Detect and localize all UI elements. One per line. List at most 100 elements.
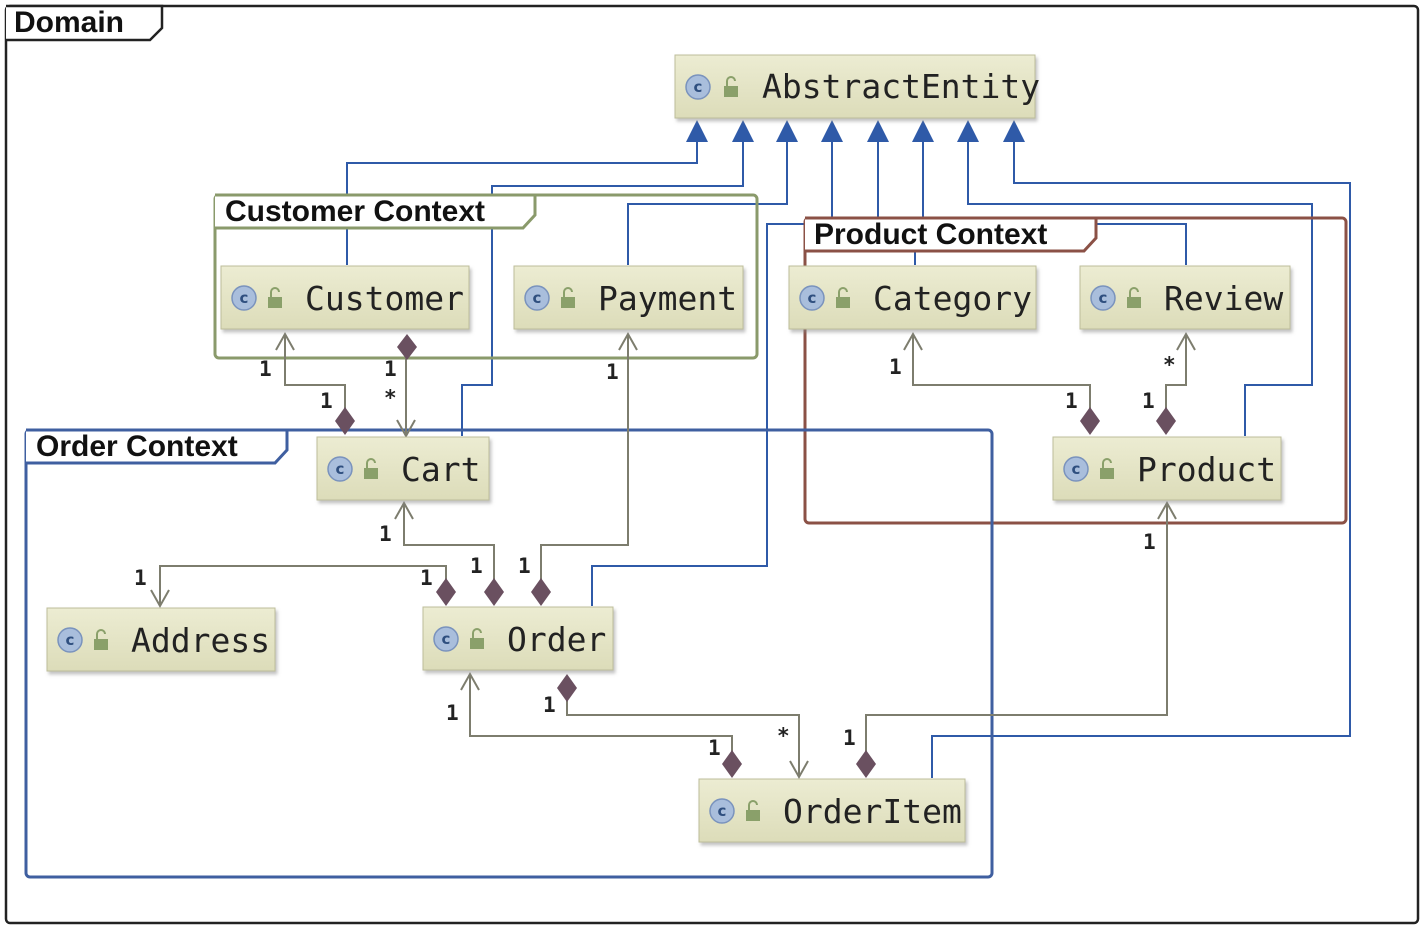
visibility-icon	[94, 629, 108, 650]
open-arrowhead	[150, 589, 170, 609]
assoc-product-orderitem	[865, 503, 1168, 762]
svg-text:c: c	[336, 460, 345, 478]
multiplicity-label: 1	[384, 357, 397, 381]
assoc-customer-cart	[284, 334, 346, 418]
multiplicity-label: 1	[379, 522, 392, 546]
product-context-title: Product Context	[814, 218, 1047, 251]
arrowhead	[867, 120, 889, 142]
open-arrowhead	[460, 671, 480, 691]
class-name: Address	[131, 621, 270, 660]
inherit-cart	[461, 140, 744, 436]
class-name: AbstractEntity	[762, 67, 1040, 106]
arrowhead	[1003, 120, 1025, 142]
class-payment[interactable]: c Payment	[513, 265, 744, 330]
multiplicity-labels: 1 1 1 * 1 1 1 * 1 1 1 1 1 1 1 1 1 1 1 *	[134, 353, 1176, 760]
composition-diamond	[436, 578, 456, 606]
class-name: Cart	[401, 450, 480, 489]
multiplicity-label: 1	[470, 554, 483, 578]
visibility-icon	[724, 76, 738, 97]
class-icon: c	[1090, 285, 1116, 311]
class-name: Product	[1137, 450, 1276, 489]
customer-context-package: Customer Context	[213, 193, 759, 360]
class-icon: c	[231, 285, 257, 311]
open-arrowhead	[275, 331, 295, 351]
class-name: Customer	[305, 279, 464, 318]
assoc-review-product	[1165, 334, 1187, 418]
inheritance-arrowheads	[686, 120, 1025, 142]
open-arrowhead	[1157, 500, 1177, 520]
visibility-icon	[836, 287, 850, 308]
class-icon: c	[327, 456, 353, 482]
class-cart[interactable]: c Cart	[316, 436, 490, 501]
svg-text:c: c	[1072, 460, 1081, 478]
visibility-icon	[1100, 458, 1114, 479]
svg-text:c: c	[66, 631, 75, 649]
open-arrowhead	[618, 331, 638, 351]
multiplicity-label: 1	[606, 360, 619, 384]
visibility-icon	[268, 287, 282, 308]
class-name: Order	[507, 620, 606, 659]
composition-diamond	[557, 674, 577, 702]
arrowhead	[821, 120, 843, 142]
class-name: Category	[873, 279, 1032, 318]
inherit-product	[967, 140, 1313, 436]
assoc-order-orderitem	[469, 674, 733, 762]
class-icon: c	[433, 626, 459, 652]
order-context-package: Order Context	[24, 428, 994, 879]
class-order[interactable]: c Order	[422, 606, 614, 671]
class-name: Payment	[598, 279, 737, 318]
visibility-icon	[364, 458, 378, 479]
inherit-payment	[627, 140, 788, 265]
class-name: Review	[1164, 279, 1283, 318]
class-abstract-entity[interactable]: c AbstractEntity	[674, 54, 1040, 119]
multiplicity-label: 1	[420, 566, 433, 590]
class-category[interactable]: c Category	[788, 265, 1037, 330]
multiplicity-label: 1	[1065, 389, 1078, 413]
multiplicity-label: 1	[543, 693, 556, 717]
visibility-icon	[470, 628, 484, 649]
class-product[interactable]: c Product	[1052, 436, 1282, 501]
composition-diamond	[484, 578, 504, 606]
multiplicity-label: 1	[446, 701, 459, 725]
class-icon: c	[709, 798, 735, 824]
open-arrowhead	[903, 331, 923, 351]
visibility-icon	[1127, 287, 1141, 308]
class-review[interactable]: c Review	[1079, 265, 1291, 330]
class-orderitem[interactable]: c OrderItem	[698, 778, 966, 843]
composition-diamond	[856, 750, 876, 778]
multiplicity-label: 1	[259, 357, 272, 381]
multiplicity-label: *	[1163, 353, 1176, 377]
arrowhead	[912, 120, 934, 142]
class-icon: c	[685, 74, 711, 100]
svg-text:c: c	[240, 289, 249, 307]
inherit-orderitem	[931, 140, 1351, 778]
arrowhead	[732, 120, 754, 142]
visibility-icon	[561, 287, 575, 308]
svg-text:c: c	[533, 289, 542, 307]
class-address[interactable]: c Address	[46, 607, 276, 672]
multiplicity-label: 1	[134, 566, 147, 590]
multiplicity-label: 1	[889, 355, 902, 379]
domain-frame: Domain	[4, 4, 1420, 925]
open-arrowhead	[396, 419, 416, 439]
association-open-arrows	[150, 331, 1196, 780]
class-customer[interactable]: c Customer	[220, 265, 470, 330]
multiplicity-label: *	[777, 724, 790, 748]
composition-diamond	[1080, 407, 1100, 435]
svg-text:c: c	[1099, 289, 1108, 307]
class-icon: c	[799, 285, 825, 311]
order-context-title: Order Context	[36, 430, 238, 463]
svg-text:c: c	[808, 289, 817, 307]
assoc-cart-order	[403, 503, 495, 588]
domain-frame-title: Domain	[14, 6, 124, 39]
arrowhead	[776, 120, 798, 142]
class-icon: c	[1063, 456, 1089, 482]
assoc-order-comp-orderitem	[566, 700, 800, 777]
open-arrowhead	[1176, 331, 1196, 351]
multiplicity-label: 1	[1142, 389, 1155, 413]
svg-text:c: c	[694, 78, 703, 96]
assoc-address-order	[159, 565, 447, 606]
class-name: OrderItem	[783, 792, 962, 831]
